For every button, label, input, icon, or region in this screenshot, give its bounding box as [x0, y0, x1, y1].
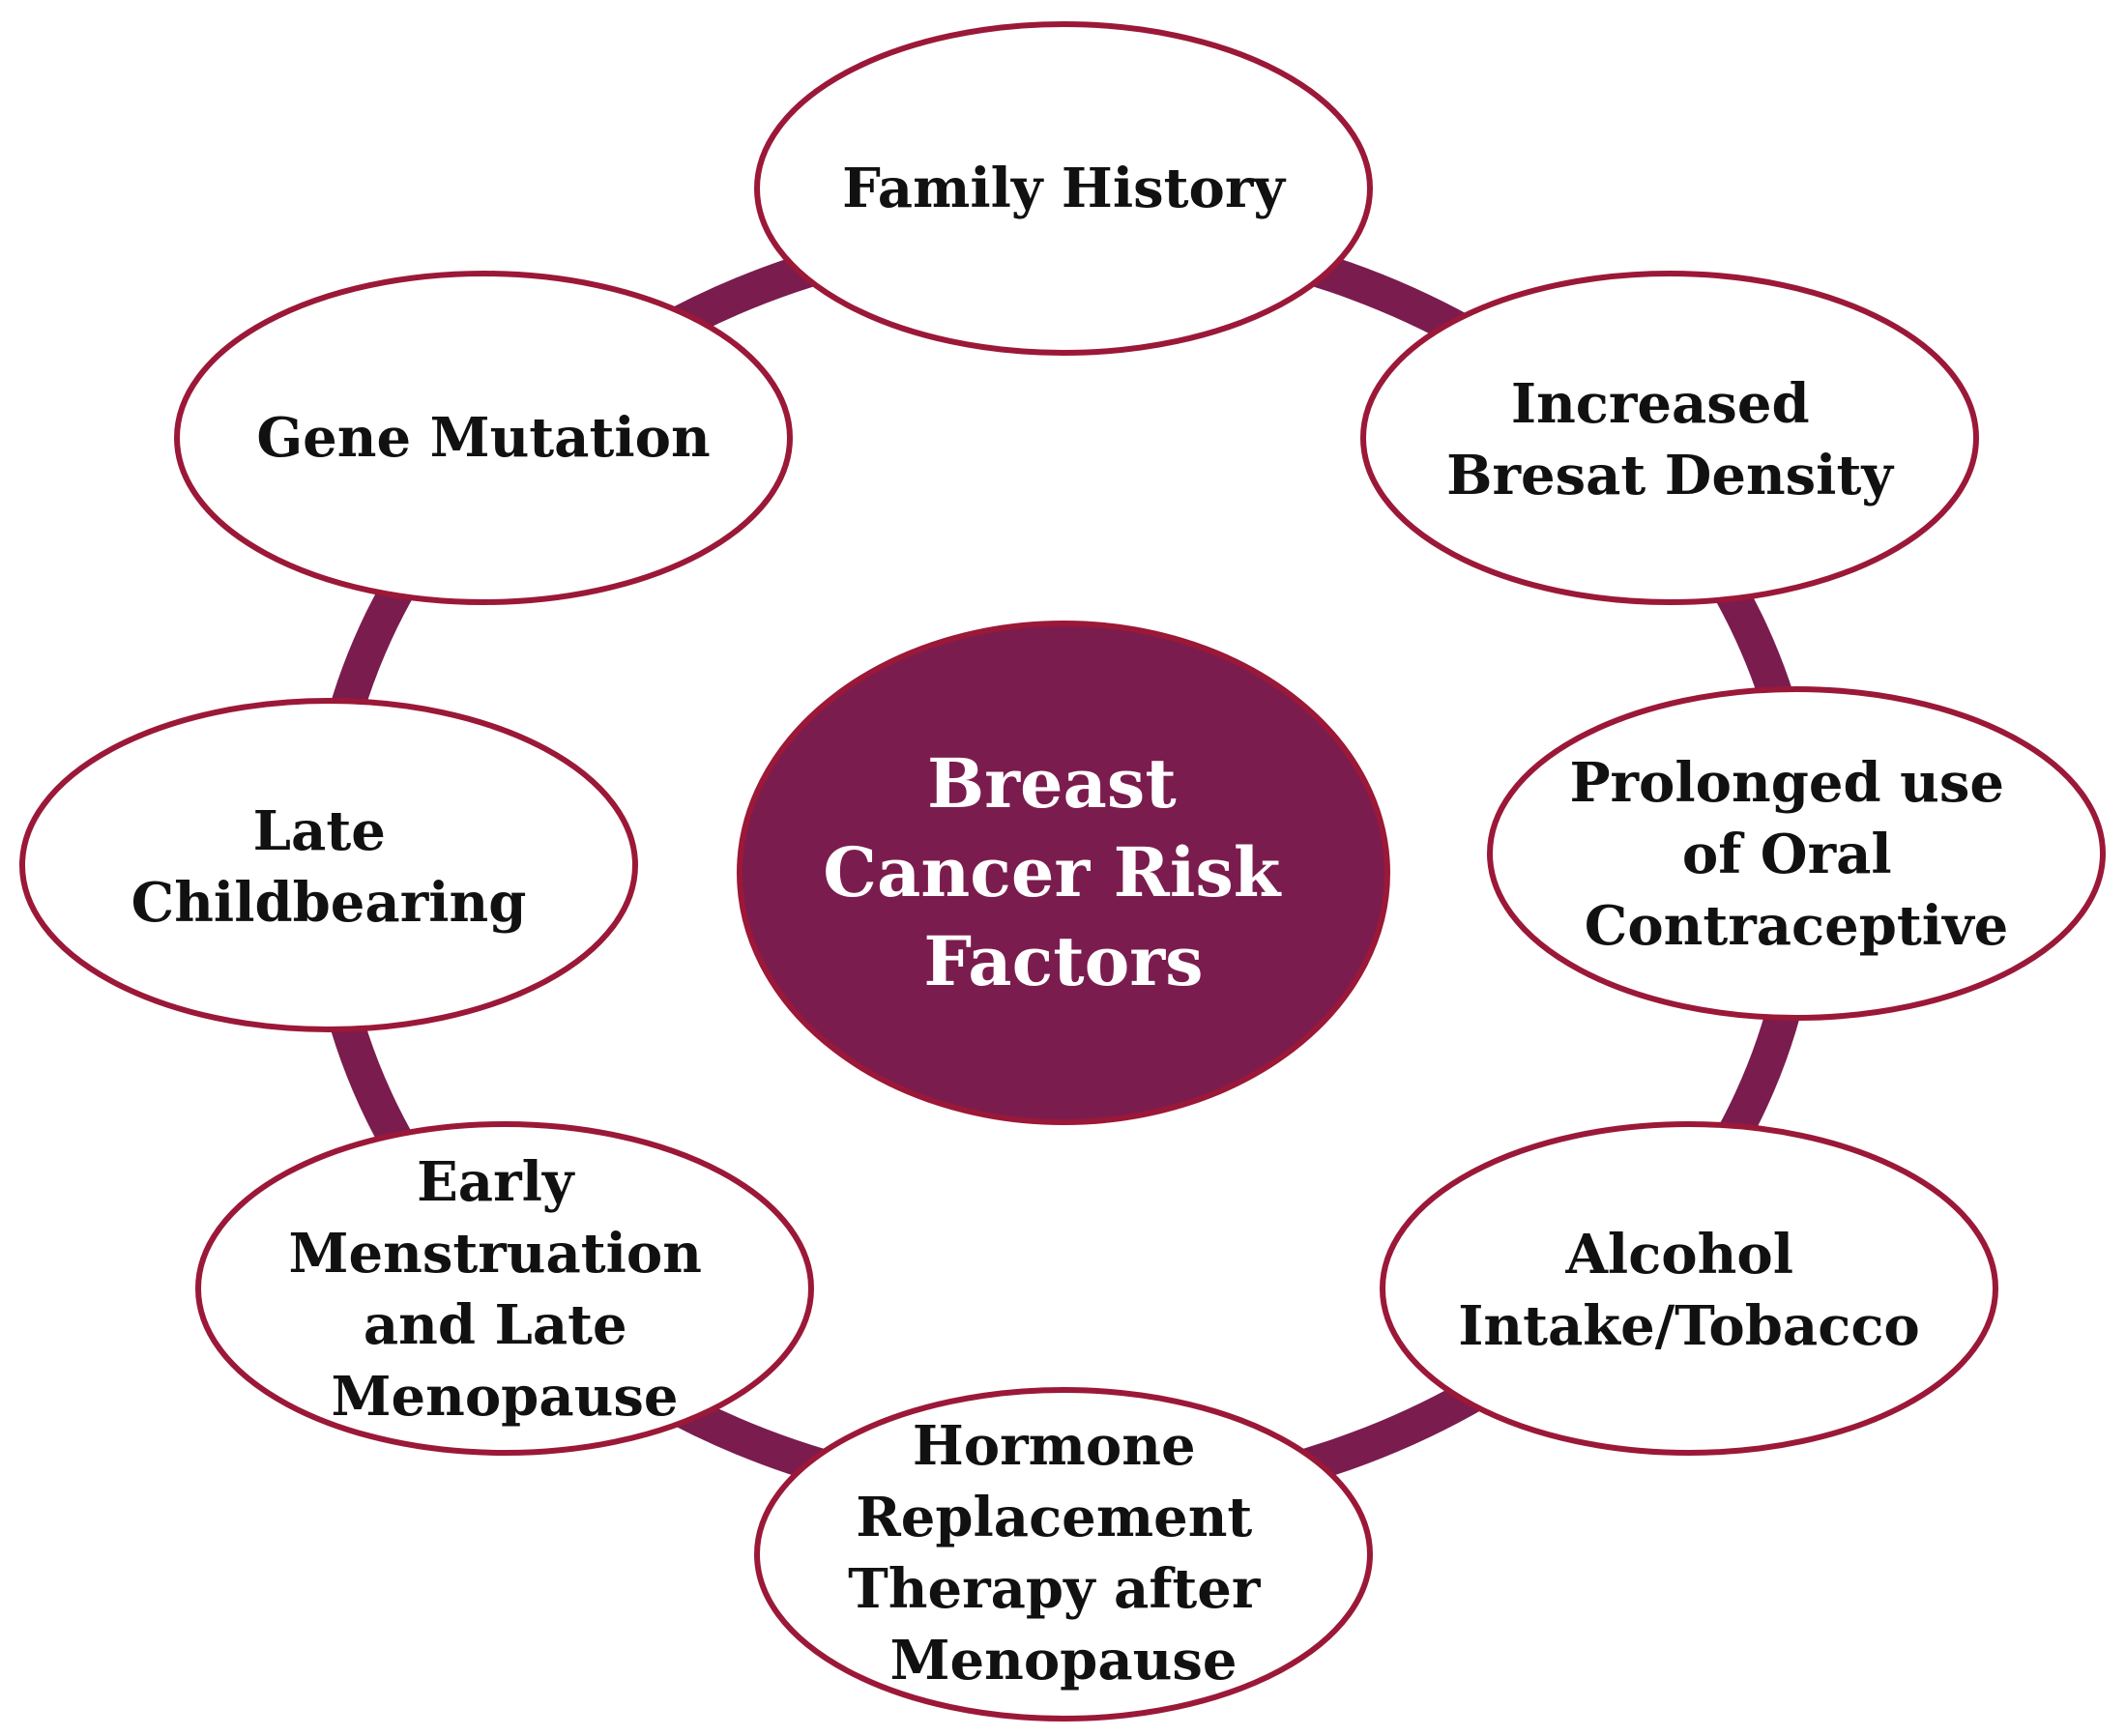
factor-gene-mutation-label: Gene Mutation [256, 406, 710, 470]
factor-early-menstruation-label: Early Menstruation and Late Menopause [289, 1150, 721, 1429]
factor-oral-contraceptive-ellipse [1487, 686, 2106, 1021]
factor-late-childbearing: Late Childbearing [19, 698, 638, 1032]
factor-gene-mutation-ellipse [174, 271, 793, 605]
factor-oral-contraceptive-label: Prolonged use of Oral Contraceptive [1569, 751, 2023, 958]
factor-family-history-label: Family History [842, 157, 1286, 220]
factor-increased-breast-density: Increased Bresat Density [1360, 271, 1979, 605]
factor-family-history-ellipse [754, 21, 1373, 356]
center-title: Breast Cancer Risk Factors [823, 743, 1303, 1001]
factor-oral-contraceptive: Prolonged use of Oral Contraceptive [1487, 686, 2106, 1021]
factor-hormone-replacement: Hormone Replacement Therapy after Menopa… [754, 1387, 1373, 1722]
factor-increased-breast-density-ellipse [1360, 271, 1979, 605]
factor-hormone-replacement-label: Hormone Replacement Therapy after Menopa… [848, 1414, 1279, 1693]
factor-alcohol-tobacco: Alcohol Intake/Tobacco [1380, 1121, 1998, 1456]
factor-late-childbearing-label: Late Childbearing [131, 799, 527, 935]
center-node-ellipse [737, 621, 1390, 1125]
factor-alcohol-tobacco-ellipse [1380, 1121, 1998, 1456]
factor-nodes: Family History Increased Bresat Density … [19, 21, 2106, 1722]
factor-late-childbearing-ellipse [19, 698, 638, 1032]
factor-increased-breast-density-label: Increased Bresat Density [1446, 372, 1894, 507]
factor-family-history: Family History [754, 21, 1373, 356]
factor-gene-mutation: Gene Mutation [174, 271, 793, 605]
factor-hormone-replacement-ellipse [754, 1387, 1373, 1722]
factor-early-menstruation-ellipse [195, 1121, 814, 1456]
factor-alcohol-tobacco-label: Alcohol Intake/Tobacco [1458, 1223, 1920, 1358]
factor-early-menstruation: Early Menstruation and Late Menopause [195, 1121, 814, 1456]
center-node: Breast Cancer Risk Factors [737, 621, 1390, 1125]
